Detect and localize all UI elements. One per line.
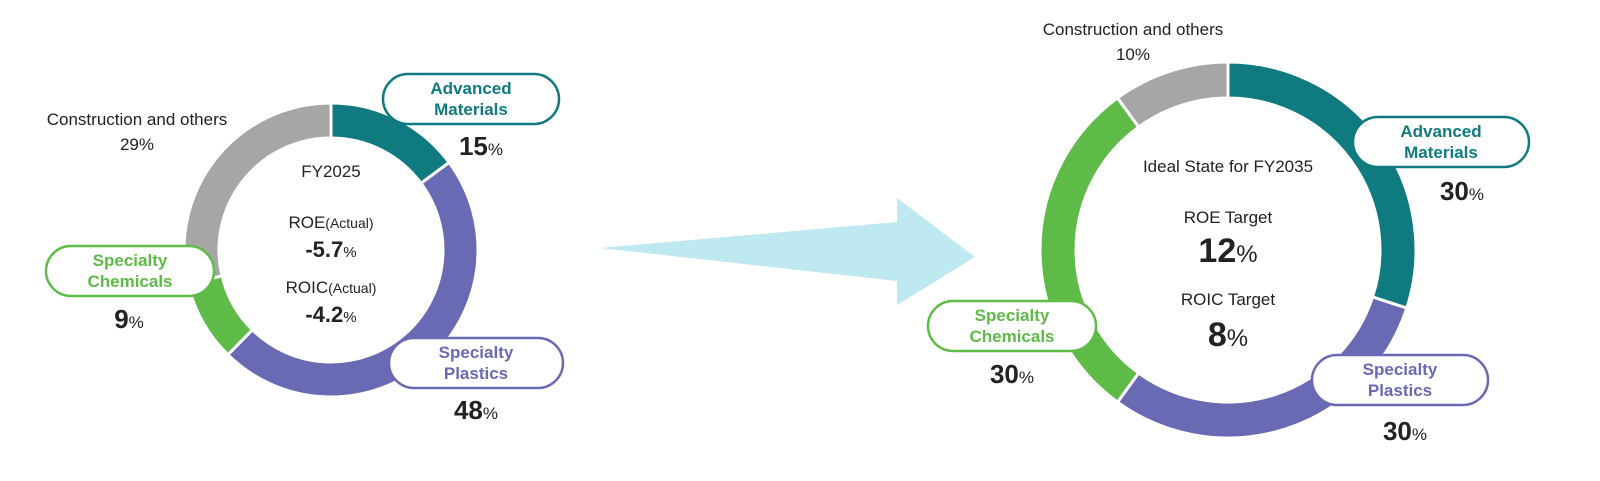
donut-slice-advanced-materials xyxy=(1226,60,1418,310)
donut-slice-specialty-chemicals xyxy=(1038,95,1141,405)
slice-label-box xyxy=(381,72,561,126)
donut-slice-construction-and-others xyxy=(1115,60,1230,130)
slice-name-line2: Chemicals xyxy=(87,272,172,291)
slice-percent: 9% xyxy=(114,304,144,334)
slice-percent: 15% xyxy=(459,131,503,161)
metric-value: 12% xyxy=(1198,232,1257,270)
slice-percent: 29% xyxy=(120,135,154,154)
metric-value: -4.2% xyxy=(305,302,356,327)
slice-name-line1: Specialty xyxy=(93,251,168,270)
center-title: FY2025 xyxy=(301,162,361,181)
metric-value: -5.7% xyxy=(305,237,356,262)
slice-name-line1: Specialty xyxy=(439,343,514,362)
slice-name: Construction and others xyxy=(1043,20,1224,39)
metric-label: ROIC Target xyxy=(1181,290,1275,309)
slice-label-box xyxy=(44,244,216,298)
slice-percent: 30% xyxy=(1383,416,1427,446)
slice-percent: 48% xyxy=(454,395,498,425)
metric-label: ROE(Actual) xyxy=(288,213,373,232)
metric-label: ROIC(Actual) xyxy=(286,278,377,297)
slice-label-box xyxy=(387,336,565,390)
slice-label-box xyxy=(1351,115,1531,169)
slice-percent: 30% xyxy=(1440,176,1484,206)
slice-name-line2: Materials xyxy=(434,100,508,119)
slice-name-line2: Plastics xyxy=(1368,381,1432,400)
transition-arrow xyxy=(600,198,975,305)
metric-label: ROE Target xyxy=(1184,208,1273,227)
slice-name-line2: Materials xyxy=(1404,143,1478,162)
slice-name: Construction and others xyxy=(47,110,228,129)
metric-value: 8% xyxy=(1208,316,1248,354)
slice-name-line1: Specialty xyxy=(975,306,1050,325)
slice-name-line2: Plastics xyxy=(444,364,508,383)
slice-name-line2: Chemicals xyxy=(969,327,1054,346)
slice-percent: 10% xyxy=(1116,45,1150,64)
slice-name-line1: Advanced xyxy=(1400,122,1481,141)
slice-percent: 30% xyxy=(990,359,1034,389)
slice-label-box xyxy=(1310,353,1490,407)
slice-name-line1: Advanced xyxy=(430,79,511,98)
center-title: Ideal State for FY2035 xyxy=(1143,157,1313,176)
slice-name-line1: Specialty xyxy=(1363,360,1438,379)
slice-label-box xyxy=(926,299,1098,353)
